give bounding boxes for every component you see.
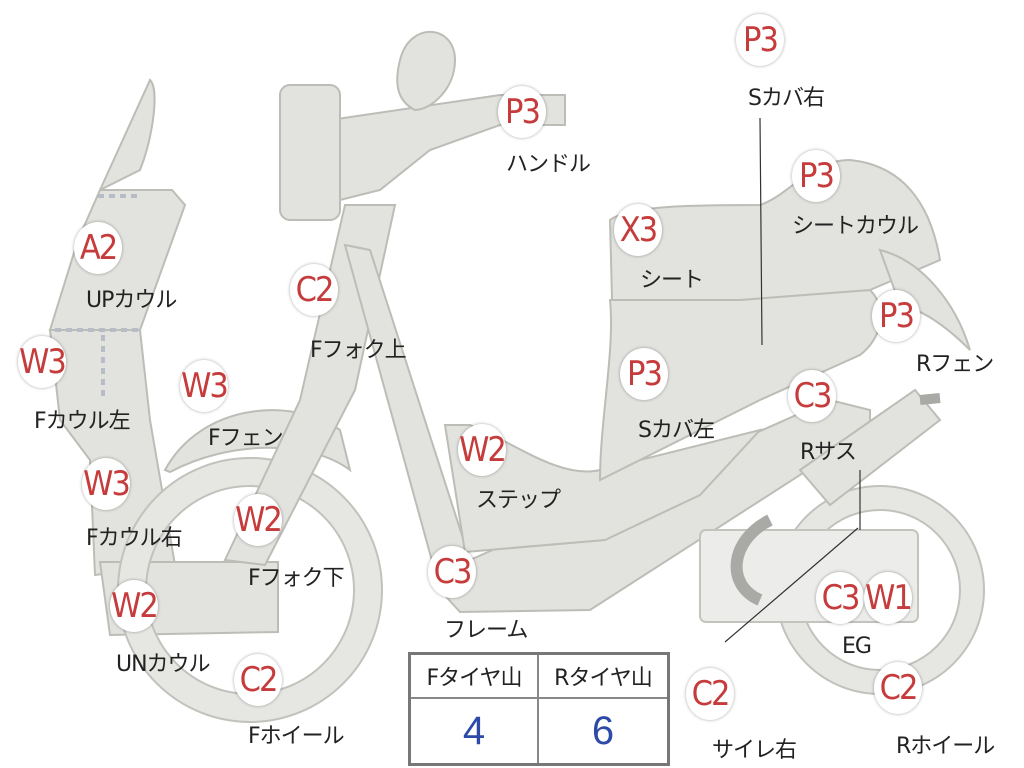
f-wheel-badge[interactable]: C2 [234, 654, 282, 706]
r-suspension-label: Rサス [800, 440, 857, 465]
r-wheel-badge[interactable]: C2 [874, 662, 922, 714]
muffler-right-badge[interactable]: C2 [686, 668, 734, 720]
suspension-rod [919, 393, 941, 405]
engine-label: EG [842, 634, 872, 659]
front-tire-header: Fタイヤ山 [411, 655, 539, 699]
front-fork-shape [223, 204, 397, 567]
muffler-right-label: サイレ右 [712, 738, 797, 763]
up-cowl-label: UPカウル [86, 288, 177, 313]
engine-badge[interactable]: C3 [816, 572, 864, 624]
f-fork-upper-badge[interactable]: C2 [290, 264, 338, 316]
r-suspension-badge[interactable]: C3 [788, 370, 836, 422]
rear-suspension-shape [798, 388, 942, 507]
step-badge[interactable]: W2 [458, 424, 507, 476]
rear-tire-value: 6 [591, 708, 615, 753]
handle-label: ハンドル [506, 152, 591, 177]
f-fork-lower-badge[interactable]: W2 [234, 494, 283, 546]
un-cowl-badge[interactable]: W2 [110, 580, 159, 632]
rear-tire-header: Rタイヤ山 [539, 655, 667, 699]
side-cover-right-label: Sカバ右 [748, 86, 825, 111]
f-cowl-left-label: Fカウル左 [34, 409, 131, 434]
seat-cowl-label: シートカウル [792, 214, 919, 239]
step-label: ステップ [476, 488, 561, 513]
f-cowl-left-badge[interactable]: W3 [18, 336, 67, 388]
rear-fender-shape [878, 248, 971, 351]
side-cover-right-badge[interactable]: P3 [736, 14, 784, 66]
seat-label: シート [640, 268, 704, 293]
exhaust-pipe-shape [730, 514, 773, 606]
f-fender-label: Fフェン [208, 426, 284, 451]
side-cover-left-label: Sカバ左 [638, 418, 715, 443]
f-fork-upper-label: Fフォク上 [310, 338, 407, 363]
tire-tread-table: Fタイヤ山 Rタイヤ山 4 6 [408, 652, 670, 766]
r-fender-badge[interactable]: P3 [872, 290, 920, 342]
side-cover-left-badge[interactable]: P3 [620, 348, 668, 400]
leader-side-cover-right [759, 117, 763, 346]
seat-cowl-badge[interactable]: P3 [792, 150, 840, 202]
headlight-shape [279, 84, 341, 221]
handle-badge[interactable]: P3 [498, 86, 546, 138]
frame-label: フレーム [444, 618, 528, 643]
f-cowl-right-label: Fカウル右 [86, 526, 183, 551]
frame-badge[interactable]: C3 [428, 546, 476, 598]
up-cowl-badge[interactable]: A2 [74, 222, 122, 274]
front-cowl-dashed-line [55, 328, 140, 400]
f-fender-badge[interactable]: W3 [180, 360, 229, 412]
f-wheel-label: Fホイール [248, 724, 345, 749]
leader-muffler-right [724, 527, 859, 643]
front-tire-value: 4 [411, 699, 539, 763]
un-cowl-label: UNカウル [116, 652, 211, 677]
f-fork-lower-label: Fフォク下 [248, 566, 345, 591]
engine-badge-secondary[interactable]: W1 [864, 572, 913, 624]
r-fender-label: Rフェン [916, 352, 994, 377]
r-wheel-label: Rホイール [896, 734, 995, 759]
f-cowl-right-badge[interactable]: W3 [82, 458, 131, 510]
mirror-shape [396, 30, 457, 112]
seat-badge[interactable]: X3 [614, 204, 662, 256]
